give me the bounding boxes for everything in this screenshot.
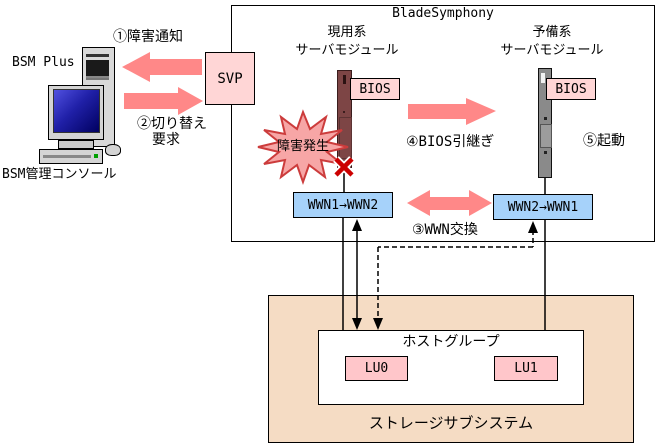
- step5-label: ⑤起動: [583, 133, 625, 149]
- standby-module-label: 予備系サーバモジュール: [492, 24, 612, 60]
- storage-subsystem-label: ストレージサブシステム: [368, 414, 534, 432]
- monitor-stand: [58, 140, 94, 149]
- keyboard-keys: [43, 155, 91, 158]
- step2-line2: 要求: [152, 132, 180, 148]
- standby-blade-led: [541, 73, 545, 83]
- lu1-box: LU1: [494, 356, 558, 381]
- standby-blade-dot-bottom: [544, 151, 547, 154]
- mouse-icon: [105, 144, 121, 156]
- standby-module-name-line1: 予備系: [532, 25, 572, 40]
- standby-blade-panel: [540, 124, 552, 148]
- tower-drive-panel: [86, 60, 109, 80]
- active-blade-dot: [343, 111, 345, 113]
- host-group-label: ホストグループ: [402, 334, 500, 350]
- standby-bios-box: BIOS: [546, 78, 596, 100]
- active-wwn-box: WWN1→WWN2: [293, 192, 393, 218]
- keyboard-led: [94, 154, 98, 158]
- monitor-icon: [48, 85, 104, 140]
- standby-module-name-line2: サーバモジュール: [500, 43, 604, 58]
- failure-label: 障害発生: [276, 139, 329, 154]
- standby-wwn-box: WWN2→WWN1: [493, 194, 593, 220]
- failure-notify-arrow: [122, 52, 202, 82]
- active-module-name-line2: サーバモジュール: [295, 43, 399, 58]
- standby-blade-dot-top: [544, 117, 547, 120]
- step2-label: ②切り替え要求: [137, 116, 207, 148]
- tower-slot: [86, 54, 109, 57]
- bladesymphony-title: BladeSymphony: [392, 6, 494, 21]
- monitor-screen: [53, 89, 100, 133]
- step1-label: ①障害通知: [113, 29, 183, 45]
- active-bios-box: BIOS: [350, 78, 400, 100]
- keyboard-icon: [39, 149, 103, 164]
- bsm-plus-label: BSM Plus: [12, 55, 75, 70]
- switch-request-arrow: [124, 87, 203, 115]
- active-module-label: 現用系サーバモジュール: [287, 24, 407, 60]
- lu0-box: LU0: [345, 356, 408, 381]
- step4-label: ④BIOS引継ぎ: [406, 134, 495, 150]
- svp-box: SVP: [205, 52, 255, 105]
- active-blade-led: [343, 75, 346, 84]
- bsm-console-label: BSM管理コンソール: [2, 167, 117, 182]
- step2-line1: ②切り替え: [137, 116, 207, 132]
- active-module-name-line1: 現用系: [327, 25, 367, 40]
- step3-label: ③WWN交換: [412, 222, 478, 238]
